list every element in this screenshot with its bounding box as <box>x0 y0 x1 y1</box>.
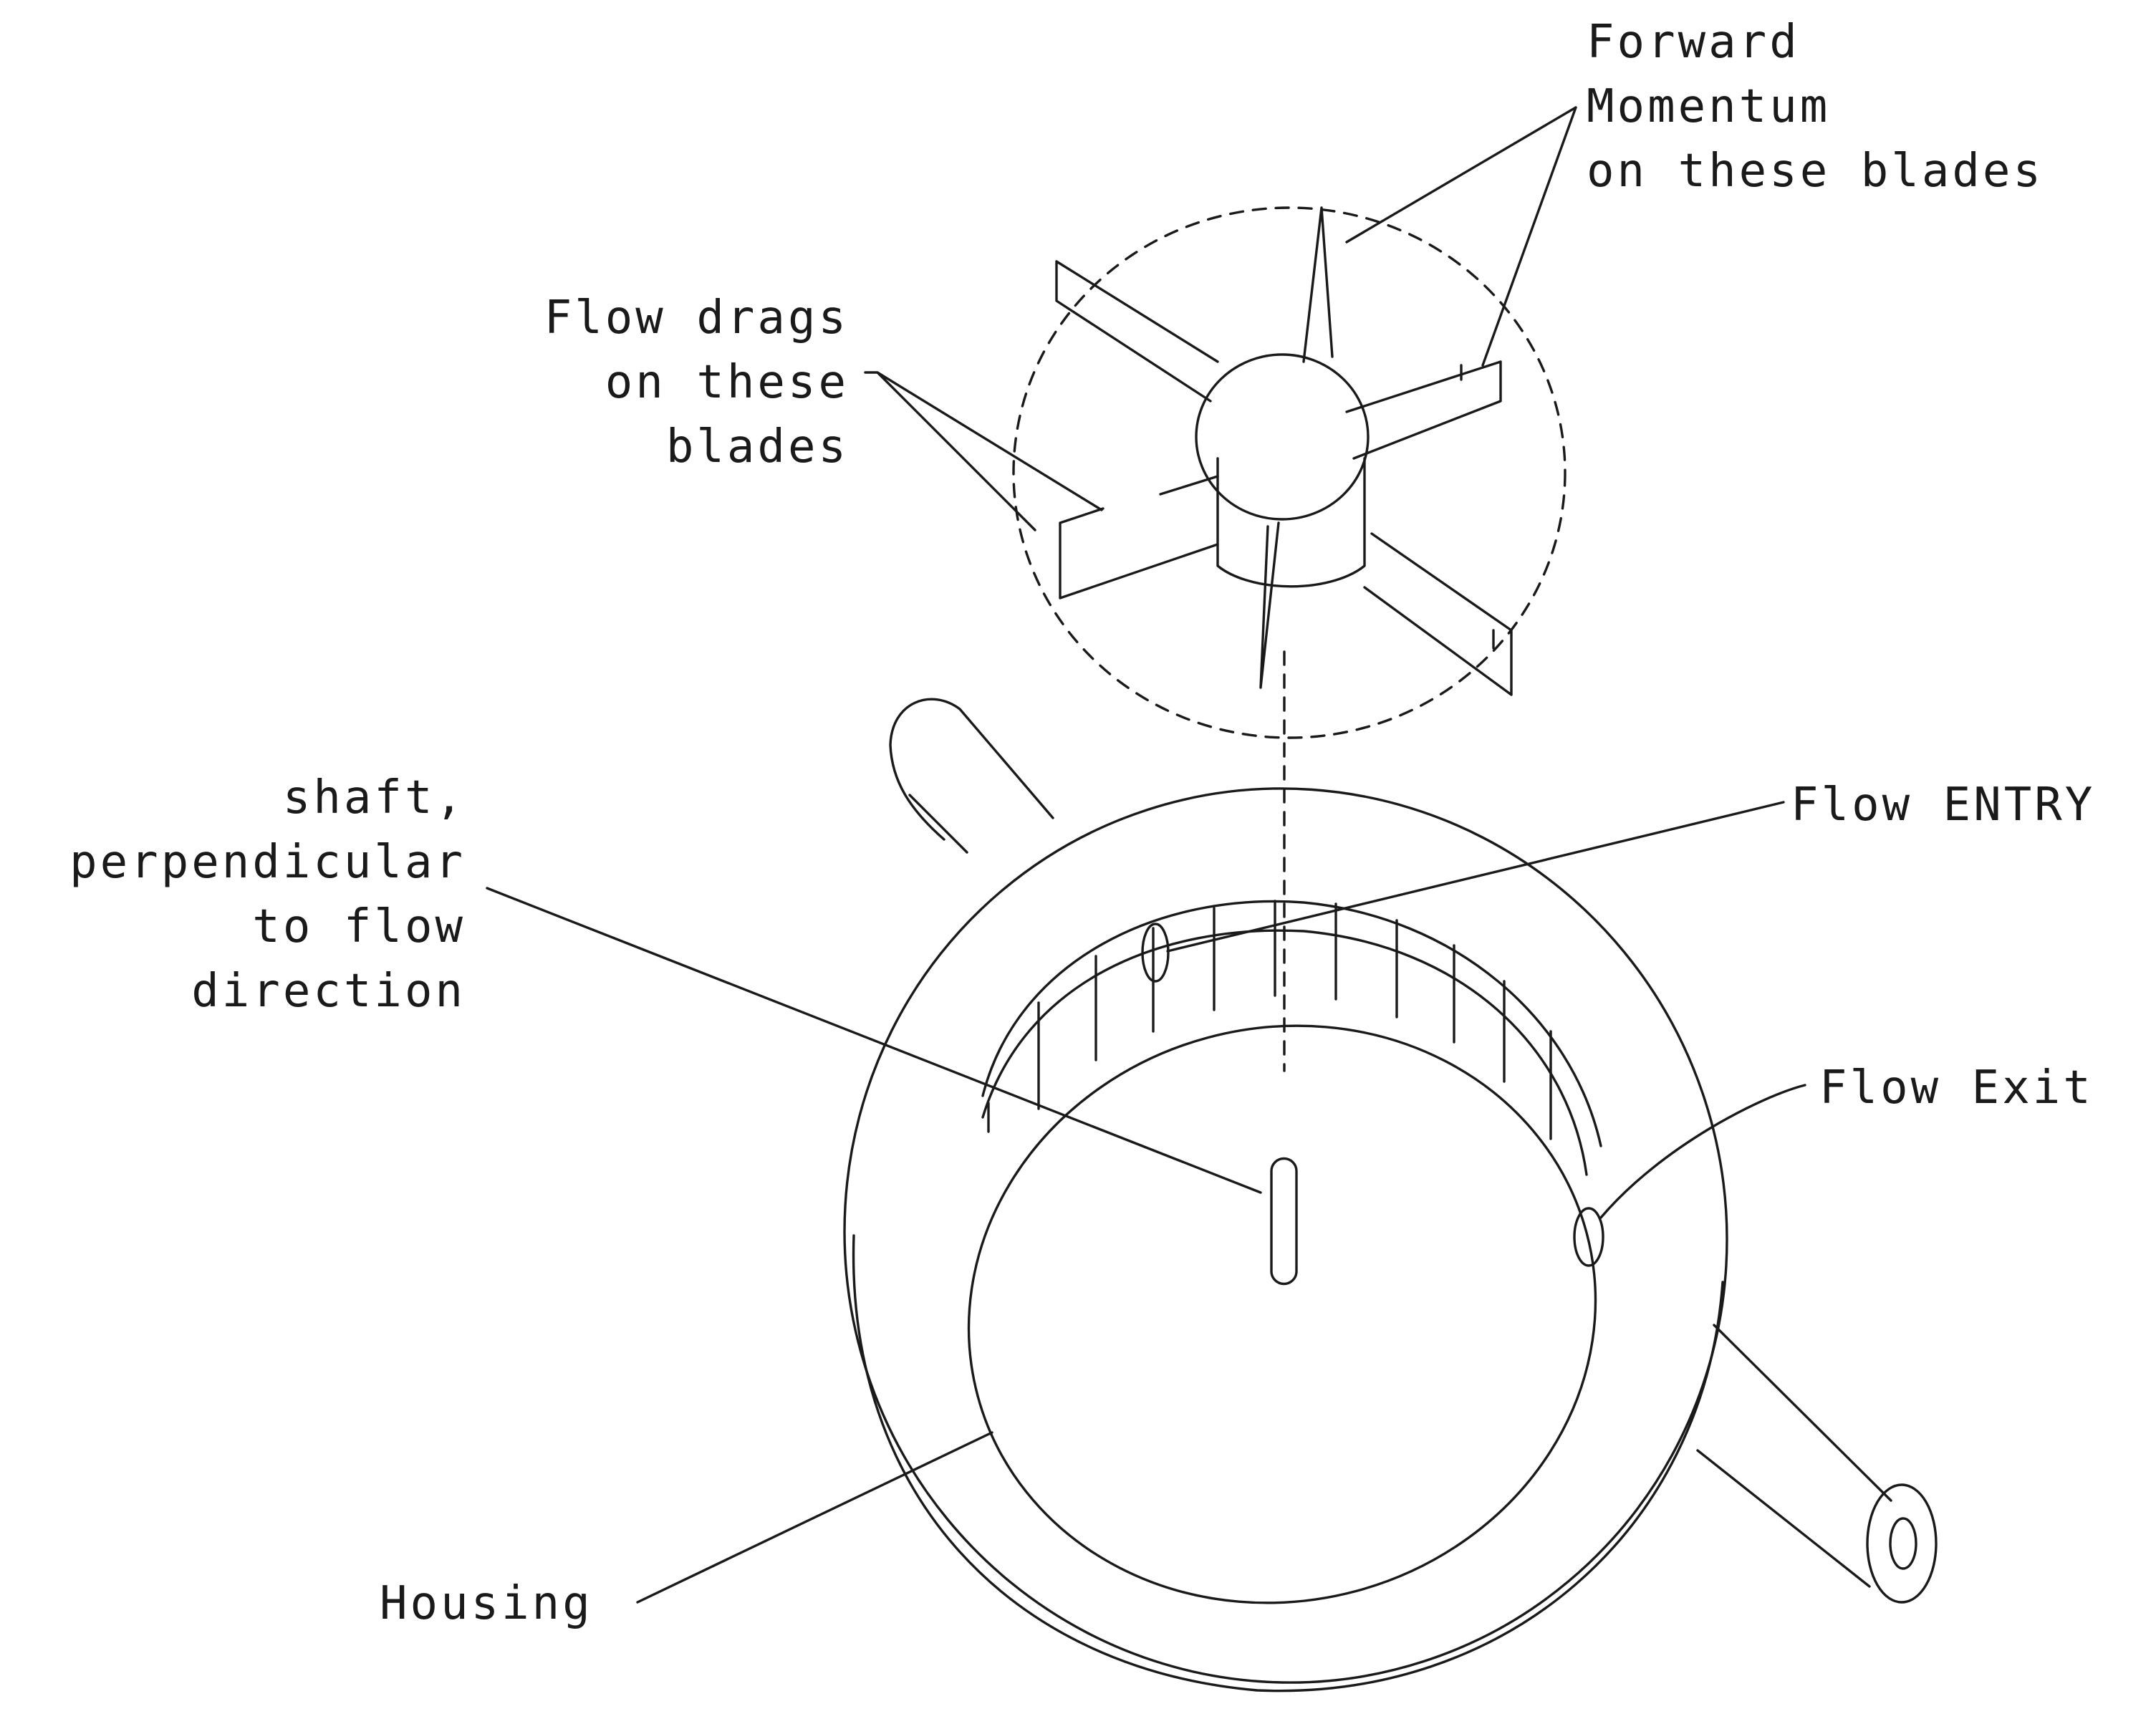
leader-flow-drags <box>864 371 1103 531</box>
label-shaft-line-1: shaft, <box>283 771 466 824</box>
entry-port <box>1141 923 1170 983</box>
leader-flow-entry <box>1166 801 1785 953</box>
housing-assembly <box>843 698 1938 1692</box>
label-forward-momentum-line-3: on these blades <box>1587 145 2044 198</box>
leader-forward-momentum <box>1345 106 1577 367</box>
label-forward-momentum-line-2: Momentum <box>1587 80 1830 133</box>
leader-housing <box>636 1431 993 1604</box>
housing-outer-rim <box>852 1234 1724 1692</box>
leader-lines <box>486 106 1806 1604</box>
label-flow-drags-line-3: blades <box>666 420 849 473</box>
leader-flow-exit <box>1599 1084 1806 1219</box>
leader-shaft <box>486 887 1262 1194</box>
outlet-pipe-bore <box>1889 1517 1917 1570</box>
label-housing: Housing <box>380 1577 593 1630</box>
label-forward-momentum-line-1: Forward <box>1587 16 1800 69</box>
rotor-blade-upper-left <box>1055 260 1219 403</box>
rotor-blade-upper-right <box>1345 360 1502 460</box>
rotor-blade-lower-right <box>1363 532 1513 696</box>
rotor-hub-side <box>1216 457 1366 588</box>
shaft-stub <box>1270 1157 1298 1286</box>
housing-inner-wall-top <box>981 900 1602 1147</box>
label-forward-momentum: Forward Momentum on these blades <box>1587 16 2044 198</box>
rotor-hub-top <box>1195 353 1370 521</box>
label-shaft-line-4: direction <box>191 965 466 1018</box>
rotor-blade-top <box>1302 206 1334 363</box>
rotor-sweep-circle <box>1012 206 1567 739</box>
housing-outer-ring <box>843 787 1728 1684</box>
label-flow-entry: Flow ENTRY <box>1791 779 2095 832</box>
outlet-pipe <box>1696 1324 1892 1588</box>
label-flow-exit: Flow Exit <box>1819 1061 2094 1114</box>
label-shaft: shaft, perpendicular to flow direction <box>69 771 466 1018</box>
rotor-blade-bottom <box>1259 521 1280 689</box>
label-flow-drags-line-2: on these <box>605 356 849 409</box>
inlet-pipe <box>889 698 1054 854</box>
label-shaft-line-2: perpendicular <box>69 836 466 889</box>
rotor-assembly <box>1012 206 1567 739</box>
housing-inner-wall-bottom <box>981 929 1588 1176</box>
cavity-ribs <box>987 900 1552 1140</box>
exit-port <box>1573 1207 1604 1267</box>
label-shaft-line-3: to flow <box>252 900 466 953</box>
outlet-pipe-end <box>1866 1483 1938 1604</box>
rotor-blade-lower-left <box>1059 475 1219 599</box>
housing-inner-floor <box>967 1024 1597 1604</box>
label-flow-drags-line-1: Flow drags <box>544 292 849 345</box>
label-flow-drags: Flow drags on these blades <box>544 292 849 473</box>
